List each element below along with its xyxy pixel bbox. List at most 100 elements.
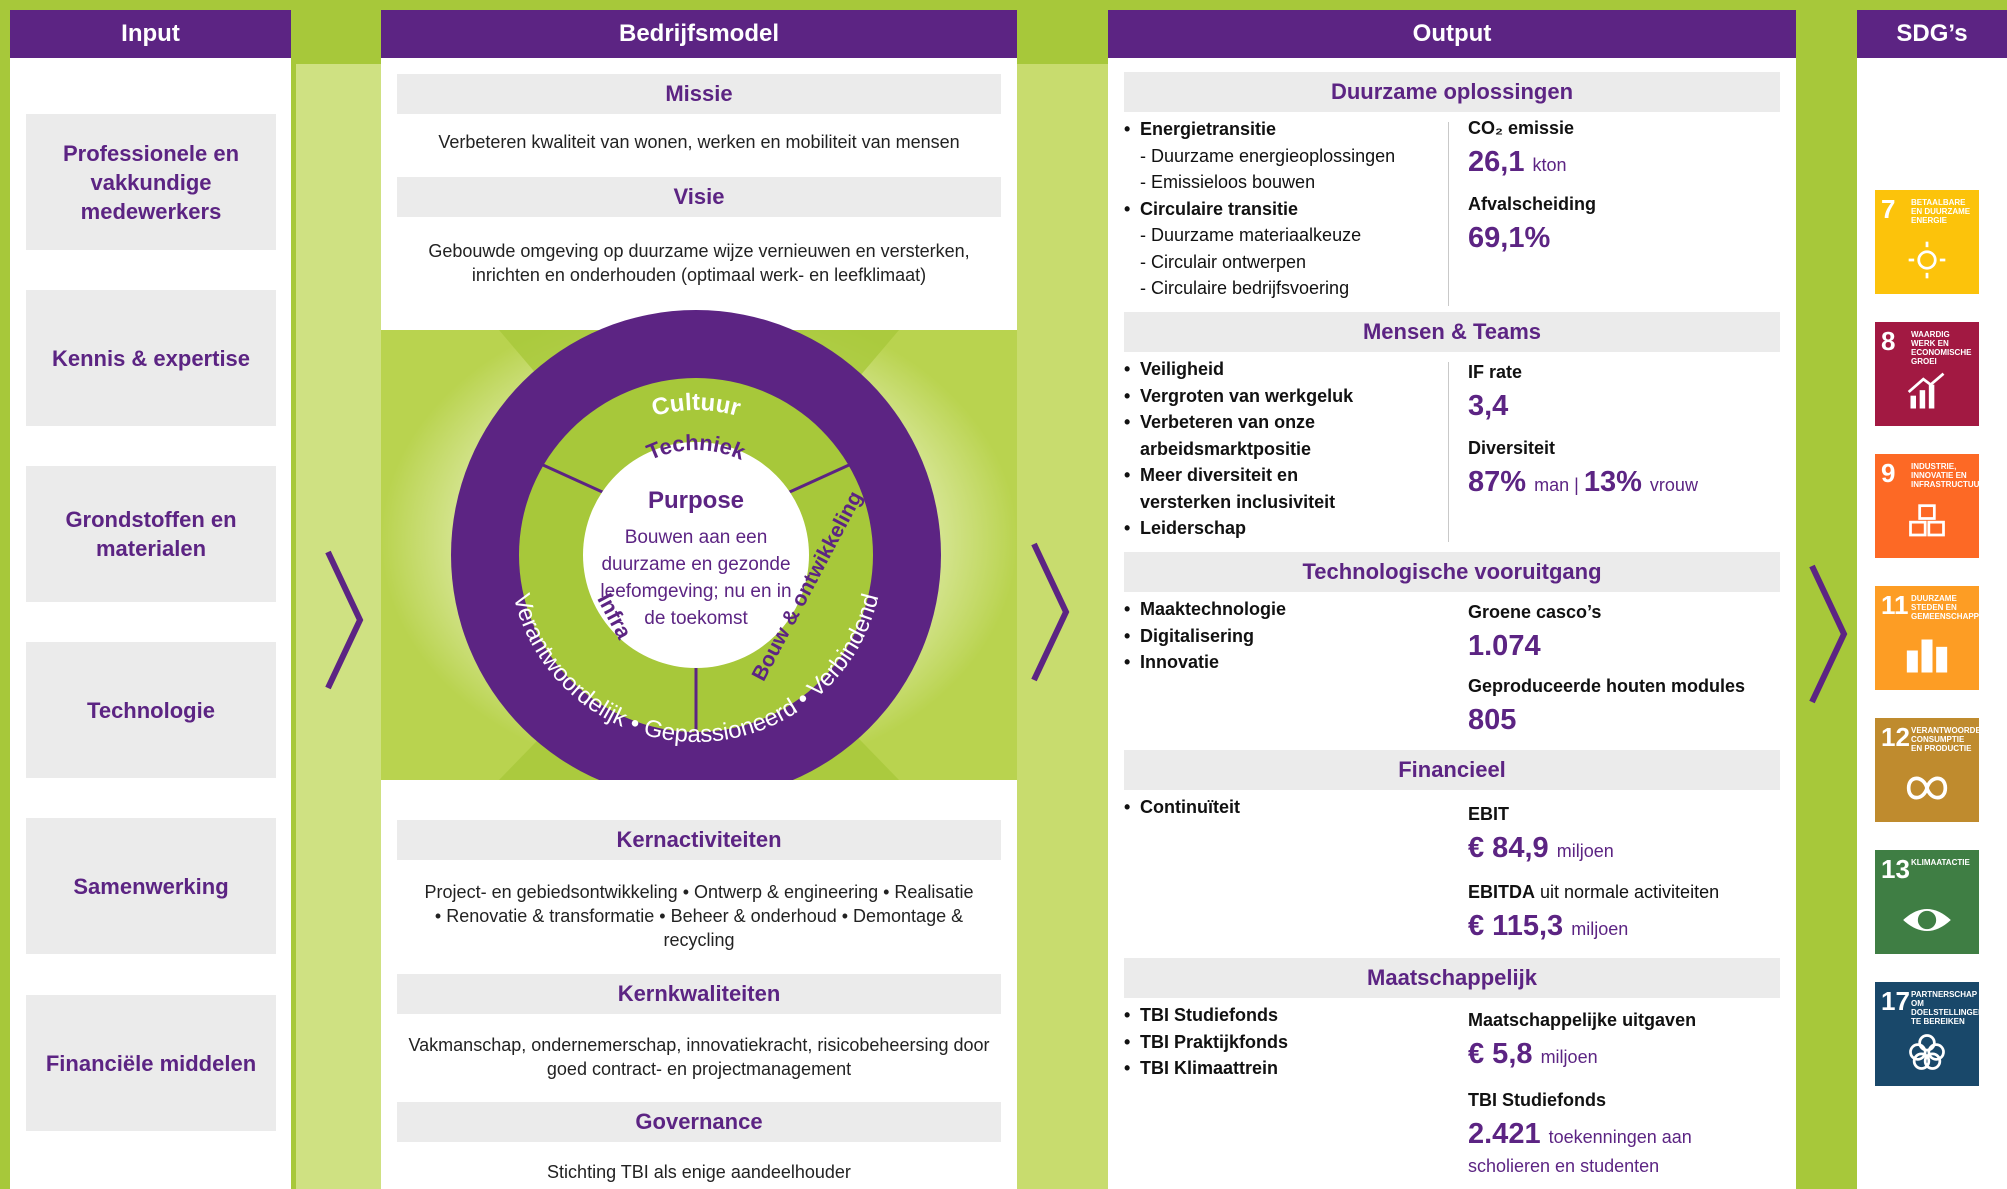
governance-text: Stichting TBI als enige aandeelhouder <box>547 1162 851 1182</box>
model-bottom-panel: Kernactiviteiten Project- en gebiedsontw… <box>381 780 1017 1189</box>
core-activities-title: Kernactiviteiten <box>397 820 1001 860</box>
list-item: - Duurzame materiaalkeuze <box>1140 225 1362 245</box>
sdg-label: DUURZAME STEDEN EN GEMEENSCHAPPEN <box>1911 594 1991 621</box>
mission-title: Missie <box>397 74 1001 114</box>
chevron-right-icon <box>1809 564 1848 704</box>
ebit-value: € 84,9 miljoen <box>1468 832 1614 864</box>
sdg-label: BETAALBARE EN DUURZAME ENERGIE <box>1911 198 1971 225</box>
vision-text: Gebouwde omgeving op duurzame wijze vern… <box>428 241 970 285</box>
governance-title: Governance <box>397 1102 1001 1142</box>
sustainable-list: Energietransitie - Duurzame energieoplos… <box>1124 116 1440 302</box>
list-item: - Circulair ontwerpen <box>1140 251 1307 272</box>
if-rate-label: IF rate <box>1468 362 1523 382</box>
list-item: versterken inclusiviteit <box>1140 491 1336 512</box>
technology-list: Maaktechnologie Digitalisering Innovatie <box>1124 596 1440 676</box>
study-fund-unit: scholieren en studenten <box>1468 1156 1660 1176</box>
list-item: Circulaire transitie <box>1124 196 1440 223</box>
wheel-center <box>583 442 809 668</box>
divider <box>1448 122 1449 306</box>
vision-title: Visie <box>397 177 1001 217</box>
sdg-number: 11 <box>1881 590 1909 620</box>
eye-globe-icon <box>1903 909 1951 931</box>
input-item-employees: Professionele en vakkundige medewerkers <box>26 114 276 250</box>
waste-label: Afvalscheiding <box>1468 194 1597 214</box>
model-header: Bedrijfsmodel <box>381 10 1017 58</box>
city-icon <box>1906 639 1948 673</box>
input-item-knowledge: Kennis & expertise <box>26 290 276 426</box>
co2-value: 26,1 kton <box>1468 146 1567 178</box>
mission-text: Verbeteren kwaliteit van wonen, werken e… <box>438 132 960 152</box>
study-fund-label: TBI Studiefonds <box>1468 1090 1606 1110</box>
sdg-label: WAARDIG WERK EN ECONOMISCHE GROEI <box>1911 330 1972 366</box>
co2-label: CO₂ emissie <box>1468 118 1575 138</box>
diversity-label: Diversiteit <box>1468 438 1556 458</box>
list-item: Veiligheid <box>1124 356 1440 383</box>
flower-icon <box>1909 1034 1945 1070</box>
sdg-number: 9 <box>1881 458 1896 488</box>
output-section-sustainable: Duurzame oplossingen <box>1124 72 1780 112</box>
ebit-label: EBIT <box>1468 804 1510 824</box>
input-item-materials: Grondstoffen en materialen <box>26 466 276 602</box>
chevron-right-icon <box>1031 542 1070 682</box>
sdg-number: 7 <box>1881 194 1896 224</box>
output-header: Output <box>1108 10 1796 58</box>
divider <box>1448 362 1449 542</box>
ebitda-label: EBITDA uit normale activiteiten <box>1468 882 1720 902</box>
core-qualities-text: Vakmanschap, ondernemerschap, innovatiek… <box>408 1035 990 1079</box>
sun-icon <box>1908 241 1946 279</box>
sdg-goal-7: 7 BETAALBARE EN DUURZAME ENERGIE <box>1875 190 1979 294</box>
diversity-value: 87% man | 13% vrouw <box>1468 466 1698 498</box>
sdg-number: 8 <box>1881 326 1896 356</box>
sdg-number: 12 <box>1881 722 1910 752</box>
people-list: Veiligheid Vergroten van werkgeluk Verbe… <box>1124 356 1440 542</box>
green-casco-value: 1.074 <box>1468 630 1541 662</box>
sdg-header: SDG’s <box>1857 10 2007 58</box>
input-item-technology: Technologie <box>26 642 276 778</box>
input-item-financial: Financiële middelen <box>26 995 276 1131</box>
list-item: TBI Klimaattrein <box>1124 1055 1440 1082</box>
purpose-title: Purpose <box>648 487 744 514</box>
input-column: Input Professionele en vakkundige medewe… <box>10 10 291 1189</box>
study-fund-value: 2.421 toekenningen aan <box>1468 1118 1692 1150</box>
waste-value: 69,1% <box>1468 222 1551 254</box>
financial-list: Continuïteit <box>1124 794 1440 821</box>
sdg-number: 17 <box>1881 986 1910 1016</box>
purpose-text: Bouwen aan een duurzame en gezonde leefo… <box>600 527 792 629</box>
growth-chart-icon <box>1907 372 1945 409</box>
list-item: - Duurzame energieoplossingen <box>1140 145 1396 166</box>
cubes-icon <box>1909 504 1945 537</box>
social-spend-label: Maatschappelijke uitgaven <box>1468 1010 1697 1030</box>
sdg-goal-8: 8 WAARDIG WERK EN ECONOMISCHE GROEI <box>1875 322 1979 426</box>
list-item: - Circulaire bedrijfsvoering <box>1140 278 1350 298</box>
list-item: Digitalisering <box>1124 623 1440 650</box>
core-qualities-title: Kernkwaliteiten <box>397 974 1001 1014</box>
list-item: Innovatie <box>1124 649 1440 676</box>
list-item: Continuïteit <box>1124 794 1440 821</box>
list-item: - Emissieloos bouwen <box>1140 172 1316 192</box>
output-column: Output Duurzame oplossingen Energietrans… <box>1108 10 1796 1189</box>
green-casco-label: Groene casco’s <box>1468 602 1602 622</box>
output-section-financial: Financieel <box>1124 750 1780 790</box>
business-model-wheel: Cultuur Techniek Verantwoordelijk • Gepa… <box>451 310 941 800</box>
list-item: arbeidsmarktpositie <box>1140 438 1312 459</box>
output-section-social: Maatschappelijk <box>1124 958 1780 998</box>
wood-modules-label: Geproduceerde houten modules <box>1468 676 1746 696</box>
list-item: Energietransitie <box>1124 116 1440 143</box>
input-header: Input <box>10 10 291 58</box>
sdg-column: SDG’s 7 BETAALBARE EN DUURZAME ENERGIE 8 WA… <box>1857 10 2007 1189</box>
sdg-label: KLIMAATACTIE <box>1911 858 1970 867</box>
infinity-icon <box>1906 776 1948 800</box>
social-spend-value: € 5,8 miljoen <box>1468 1038 1598 1070</box>
chevron-right-icon <box>325 550 364 690</box>
list-item: TBI Praktijkfonds <box>1124 1029 1440 1056</box>
sdg-label: PARTNERSCHAP OM DOELSTELLINGEN TE BEREIK… <box>1911 990 1984 1026</box>
wood-modules-value: 805 <box>1468 704 1517 736</box>
sdg-label: VERANTWOORDE CONSUMPTIE EN PRODUCTIE <box>1911 726 1981 753</box>
sdg-number: 13 <box>1881 854 1910 884</box>
output-section-technology: Technologische vooruitgang <box>1124 552 1780 592</box>
